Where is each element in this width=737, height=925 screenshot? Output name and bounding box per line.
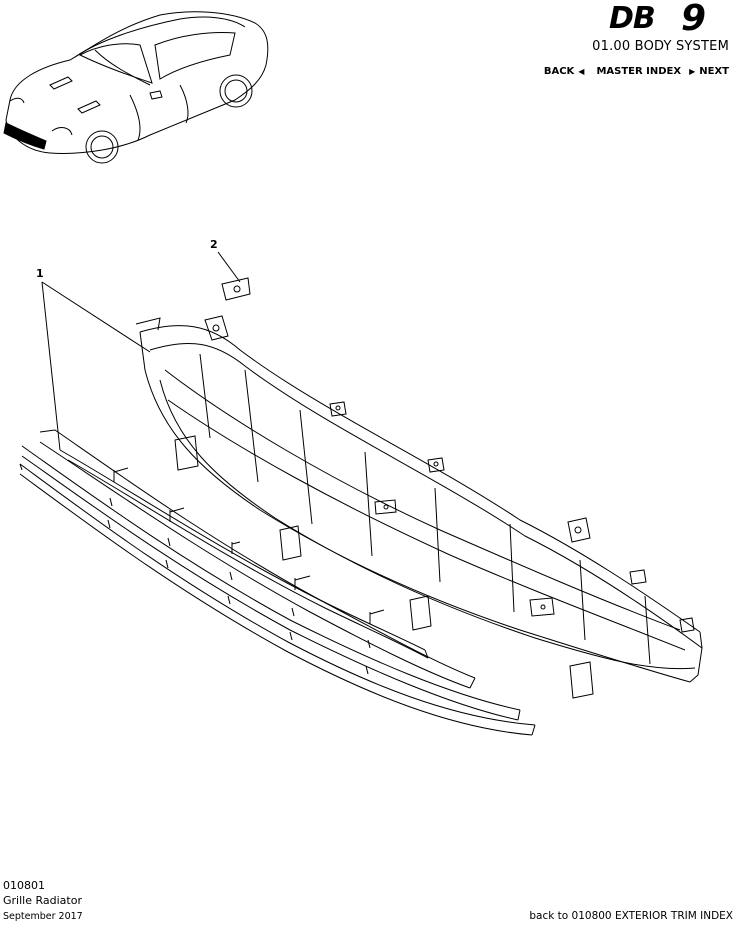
next-link[interactable]: NEXT [699, 66, 729, 77]
db9-logo: DB 9 [609, 0, 706, 34]
publication-date: September 2017 [3, 911, 83, 922]
clip-part [221, 277, 251, 301]
car-thumbnail [3, 11, 269, 164]
back-link[interactable]: BACK [543, 66, 575, 77]
svg-text:DB: DB [609, 1, 655, 34]
system-title: 01.00 BODY SYSTEM [592, 39, 729, 54]
back-to-index-link[interactable]: back to 010800 EXTERIOR TRIM INDEX [529, 910, 733, 922]
leader-line-2 [217, 251, 241, 283]
svg-text:9: 9 [681, 0, 706, 34]
master-index-link[interactable]: MASTER INDEX [596, 66, 682, 77]
grille-radiator-diagram: 1 2 [19, 238, 703, 736]
leader-line-1a [41, 281, 61, 451]
grille-frame [135, 315, 703, 699]
callout-1[interactable]: 1 [36, 267, 44, 280]
triangle-left-icon[interactable]: ◀ [578, 67, 585, 76]
callout-2[interactable]: 2 [210, 238, 218, 251]
part-name: Grille Radiator [3, 894, 82, 907]
nav-bar: BACK ◀ MASTER INDEX ▶ NEXT [544, 66, 729, 77]
leader-line-1b [41, 281, 151, 353]
grille-slats [19, 429, 536, 736]
part-number: 010801 [3, 879, 45, 892]
triangle-right-icon[interactable]: ▶ [689, 67, 696, 76]
